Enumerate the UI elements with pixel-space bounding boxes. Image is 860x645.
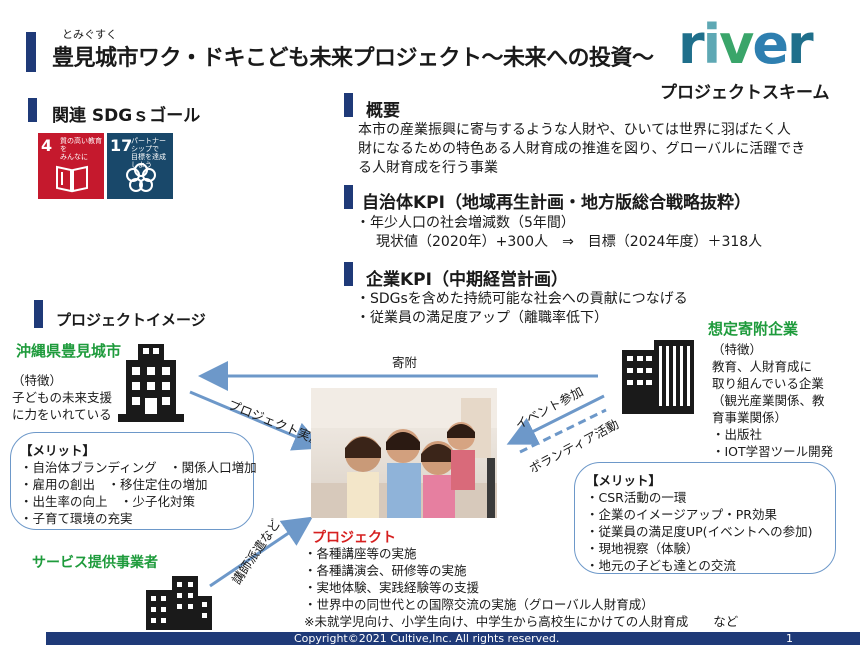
- footer-bar: Copyright©2021 Cultive,Inc. All rights r…: [46, 632, 860, 645]
- scheme-label: プロジェクトスキーム: [660, 83, 830, 103]
- image-heading: プロジェクトイメージ: [56, 311, 206, 329]
- project-title: プロジェクト: [312, 530, 396, 546]
- implementation-arrow: [189, 390, 324, 451]
- river-logo: river: [678, 13, 814, 76]
- image-accent-bar: [34, 300, 43, 328]
- donor-merits: 【メリット】 ・CSR活動の一環 ・企業のイメージアップ・PR効果 ・従業員の満…: [586, 473, 813, 573]
- city-merit-box: [10, 432, 254, 530]
- city-features: （特徴） 子どもの未来支援 に力をいれている: [12, 373, 113, 422]
- overview-text: 本市の産業振興に寄与するような人財や、ひいては世界に羽ばたく人 財になるための特…: [358, 122, 806, 176]
- dispatch-arrow: [209, 516, 313, 588]
- city-name: 沖縄県豊見城市: [16, 342, 122, 360]
- donation-label: 寄附: [392, 355, 418, 370]
- provider-name: サービス提供事業者: [32, 555, 158, 571]
- title-ruby: とみぐすく: [62, 28, 117, 41]
- gov-kpi-line1: ・年少人口の社会増減数（5年間）: [356, 215, 575, 231]
- page-number: 1: [786, 632, 793, 645]
- corp-kpi-accent-bar: [344, 262, 353, 286]
- city-hall-icon: [118, 344, 184, 422]
- overview-heading: 概要: [366, 101, 400, 121]
- page-title: 豊見城市ワク・ドキこども未来プロジェクト～未来への投資～: [52, 46, 654, 71]
- corp-kpi-line2: ・従業員の満足度アップ（離職率低下）: [356, 310, 608, 326]
- sdgs-heading: 関連 SDGｓゴール: [52, 106, 201, 126]
- title-accent-bar: [26, 32, 36, 72]
- gov-kpi-heading: 自治体KPI（地域再生計画・地方版総合戦略抜粋）: [362, 193, 751, 213]
- sdg-goal-4: 4 質の高い教育を みんなに: [38, 133, 104, 199]
- sdg-goal-17: 17 パートナーシップで 目標を達成しよう: [107, 133, 173, 199]
- overview-accent-bar: [344, 93, 353, 117]
- corp-kpi-line1: ・SDGsを含めた持続可能な社会への貢献につなげる: [356, 291, 688, 307]
- volunteer-arrow: [519, 408, 607, 454]
- donor-name: 想定寄附企業: [708, 320, 799, 338]
- donor-features: （特徴） 教育、人財育成に 取り組んでいる企業 （観光産業関係、教 育事業関係）…: [712, 342, 834, 459]
- company-building-icon: [622, 340, 694, 414]
- children-photo: [311, 388, 497, 518]
- donor-merit-box: [574, 462, 836, 574]
- copyright-text: Copyright©2021 Cultive,Inc. All rights r…: [294, 632, 560, 645]
- gov-kpi-accent-bar: [344, 185, 353, 209]
- flower-icon: [126, 163, 156, 192]
- gov-kpi-line2: 現状値（2020年）+300人 ⇒ 目標（2024年度）＋318人: [376, 234, 763, 250]
- event-arrow: [506, 394, 605, 445]
- corp-kpi-heading: 企業KPI（中期経営計画）: [366, 270, 568, 290]
- children-illustration: [311, 388, 497, 518]
- book-icon: [56, 165, 88, 193]
- project-list: ・各種講座等の実施 ・各種講演会、研修等の実施 ・実地体験、実践経験等の支援 ・…: [304, 546, 739, 629]
- sdgs-accent-bar: [28, 98, 37, 122]
- city-merits: 【メリット】 ・自治体ブランディング ・関係人口増加 ・雇用の創出 ・移住定住の…: [20, 443, 257, 526]
- provider-building-icon: [146, 576, 212, 630]
